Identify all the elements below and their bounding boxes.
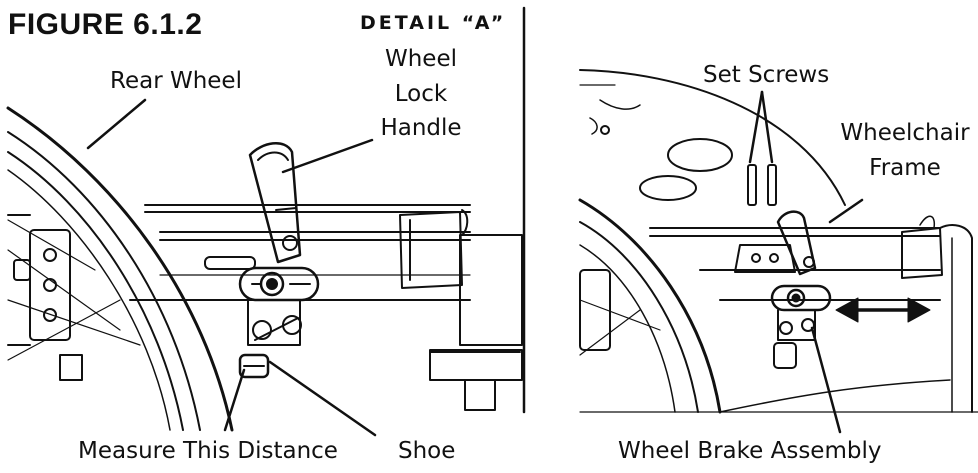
label-set-screws: Set Screws bbox=[703, 62, 830, 88]
wheel-lock-handle-left bbox=[248, 142, 302, 264]
mount-block-left bbox=[399, 209, 523, 411]
axle-plate-left bbox=[7, 214, 83, 381]
frame-tube-left bbox=[129, 204, 471, 301]
adjustment-arrow bbox=[835, 297, 931, 323]
label-wheel-lock-handle-line3: Handle bbox=[380, 115, 462, 141]
label-wheel-brake-assembly: Wheel Brake Assembly bbox=[618, 438, 882, 464]
rear-wheel-left bbox=[6, 106, 234, 432]
brake-shoe-left bbox=[238, 353, 270, 379]
left-panel-drawing bbox=[6, 98, 523, 437]
leader-lines-left bbox=[86, 98, 377, 437]
linkage-left bbox=[247, 299, 302, 346]
wheel-lock-handle-right bbox=[776, 210, 817, 276]
leader-lines-right bbox=[748, 90, 864, 434]
rear-wheel-right bbox=[578, 198, 722, 414]
label-wheelchair-frame-line1: Wheelchair bbox=[840, 120, 970, 146]
linkage-right bbox=[773, 309, 816, 369]
set-screws-right bbox=[747, 164, 777, 206]
label-wheel-lock-handle-line2: Lock bbox=[394, 81, 448, 107]
side-plate-right bbox=[579, 69, 846, 206]
detail-label: DETAIL “A” bbox=[360, 12, 507, 34]
figure-title: FIGURE 6.1.2 bbox=[8, 8, 203, 41]
mount-block-right bbox=[901, 215, 973, 413]
label-rear-wheel: Rear Wheel bbox=[110, 68, 242, 94]
label-wheel-lock-handle-line1: Wheel bbox=[384, 46, 457, 72]
label-wheelchair-frame-line2: Frame bbox=[869, 155, 941, 181]
label-measure-distance: Measure This Distance bbox=[78, 438, 338, 464]
right-panel-drawing bbox=[578, 69, 978, 434]
screw-bracket-right bbox=[734, 244, 796, 273]
brake-clamp-right bbox=[770, 284, 832, 312]
brake-clamp-left bbox=[238, 266, 320, 302]
label-shoe: Shoe bbox=[398, 438, 456, 464]
